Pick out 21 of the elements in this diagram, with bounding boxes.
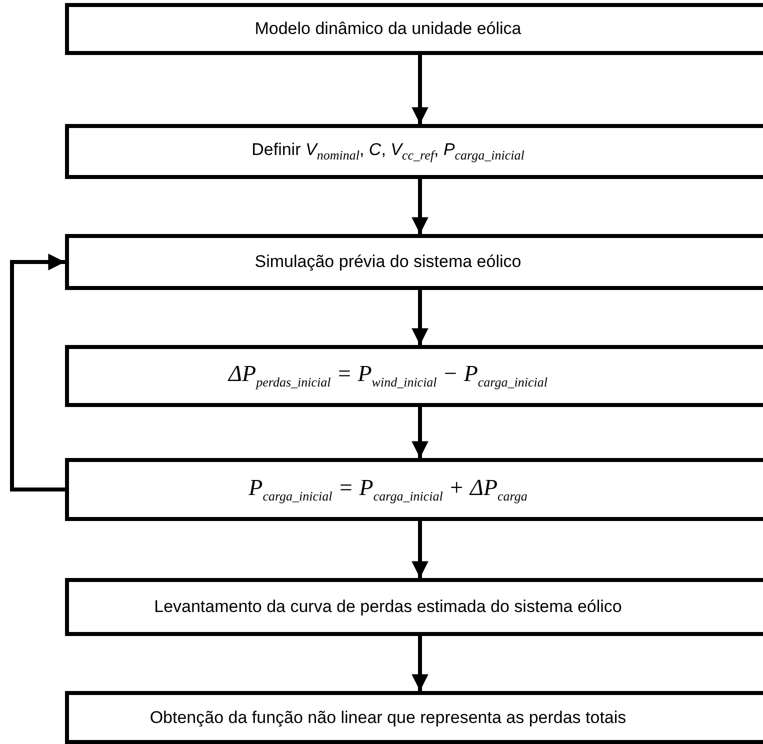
arrow [412,290,428,345]
process-box [65,458,763,521]
step-text: Obtenção da função não linear que representa as perdas totais [150,708,626,728]
step-text: Levantamento da curva de perdas estimada do sistema eólico [154,597,622,617]
process-box [65,124,763,179]
process-box [65,234,763,290]
step-text: Definir V$_{nominal}$, C, V$_{cc_ref}$, P$_{carga_inicial}$ [252,140,524,164]
formula-text: P$_{carga_inicial}$ = P$_{carga_inicial}$ + ΔP$_{carga}$ [248,474,528,504]
process-box [65,691,763,744]
arrow [412,55,428,124]
arrow [412,407,428,458]
process-box [65,345,763,407]
process-box [65,578,763,636]
arrow [10,254,65,492]
arrow [412,179,428,234]
formula-text: ΔP$_{perdas_inicial}$ = P$_{wind_inicial}$ − P$_{carga_inicial}$ [228,361,548,391]
step-text: Simulação prévia do sistema eólico [254,252,522,272]
arrow [412,636,428,691]
step-text: Modelo dinâmico da unidade eólica [254,19,522,39]
process-box [65,3,763,55]
arrow [412,521,428,578]
